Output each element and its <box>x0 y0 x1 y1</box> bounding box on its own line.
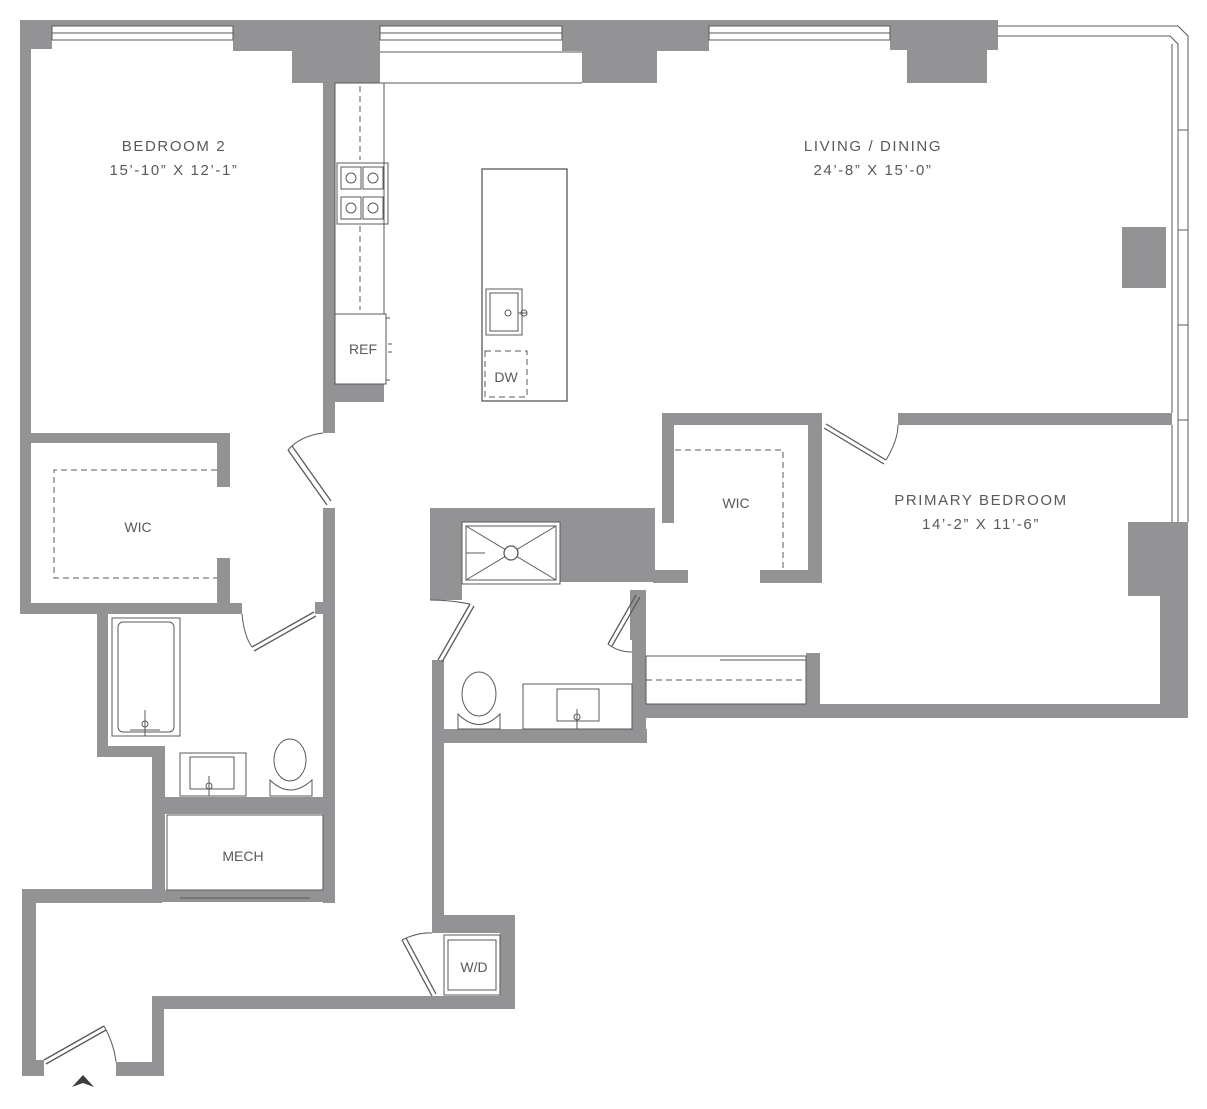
sink-icon <box>522 683 633 730</box>
walls <box>20 20 1188 1076</box>
kitchen: REF DW <box>334 82 568 402</box>
mech-closet: MECH <box>166 814 324 899</box>
windows <box>51 25 1189 522</box>
ref-label: REF <box>349 341 377 357</box>
wd-label: W/D <box>460 959 487 975</box>
wic-bedroom2-label: WIC <box>124 519 151 535</box>
primary-name: PRIMARY BEDROOM <box>894 492 1067 509</box>
bath-2 <box>111 617 313 797</box>
sink-icon <box>485 288 528 336</box>
wic-primary-label: WIC <box>722 495 749 511</box>
primary-bath <box>457 521 633 730</box>
living-name: LIVING / DINING <box>804 138 942 155</box>
primary-size: 14’-2” X 11’-6” <box>922 516 1040 533</box>
doors <box>43 423 899 1065</box>
bedroom2-size: 15’-10” X 12’-1” <box>110 162 239 179</box>
room-labels: BEDROOM 2 15’-10” X 12’-1” LIVING / DINI… <box>110 138 1067 533</box>
toilet-icon <box>457 671 501 730</box>
sink-icon <box>179 752 247 797</box>
cooktop-burner-icon <box>336 162 389 225</box>
dw-label: DW <box>494 369 518 385</box>
primary-wic: WIC <box>645 449 807 705</box>
entry-arrow-icon <box>72 1075 94 1087</box>
toilet-icon <box>269 738 313 797</box>
mech-label: MECH <box>222 848 263 864</box>
washer-dryer: W/D <box>443 934 501 996</box>
shower-icon <box>461 521 561 585</box>
bedroom2-name: BEDROOM 2 <box>122 138 226 155</box>
bathtub-icon <box>111 617 181 737</box>
bedroom2-wic: WIC <box>53 469 217 579</box>
living-size: 24’-8” X 15’-0” <box>813 162 932 179</box>
